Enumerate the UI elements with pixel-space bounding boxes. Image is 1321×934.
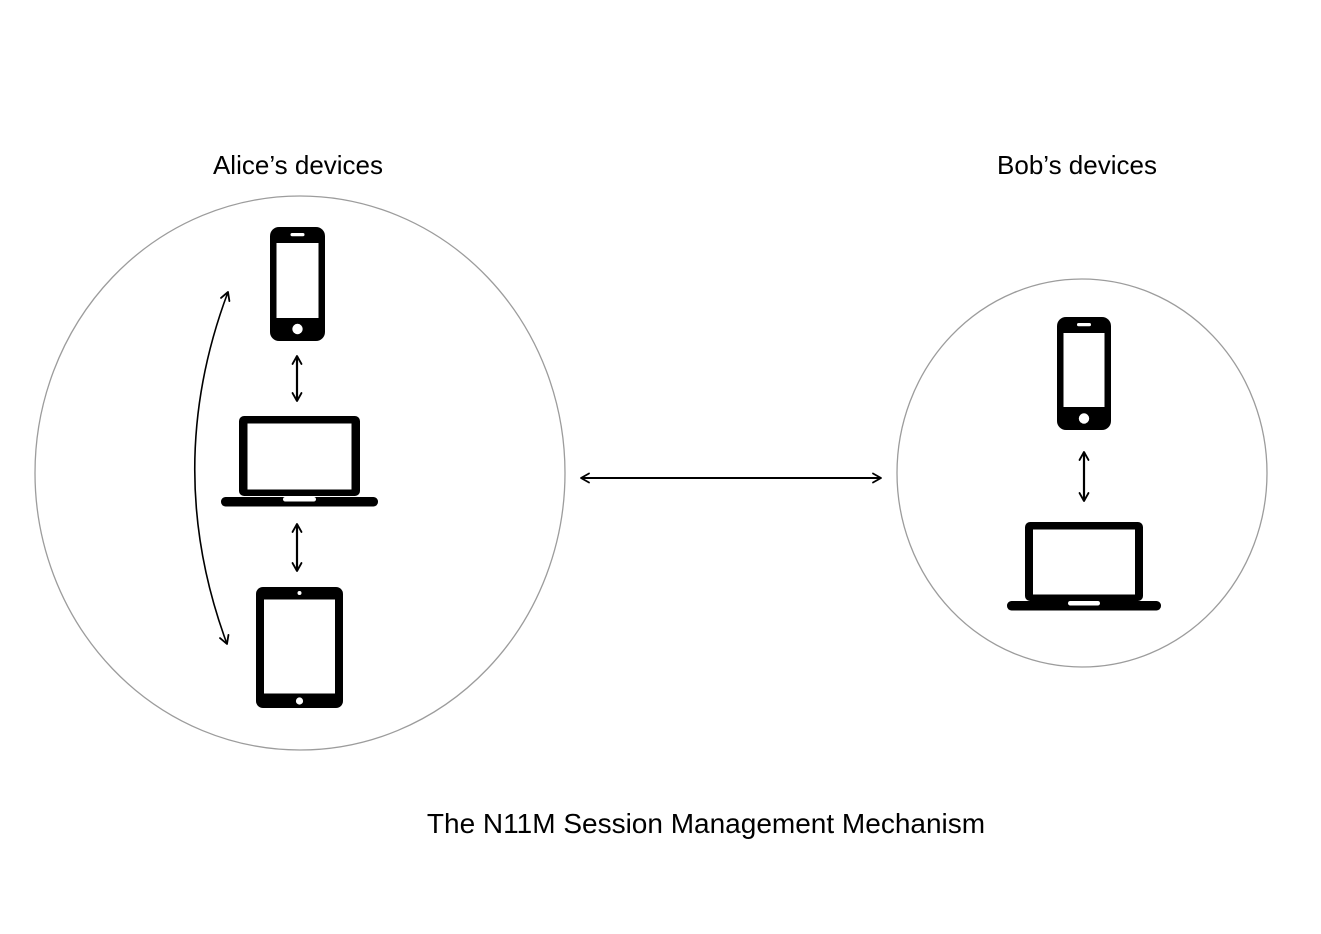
laptop-icon: [221, 416, 378, 507]
smartphone-icon: [1057, 317, 1111, 430]
bob-circle: [896, 278, 1268, 668]
smartphone-icon: [270, 227, 325, 341]
phone-tablet-curved-arrow: [193, 291, 231, 645]
bob-devices-group: Bob’s devices: [896, 150, 1268, 668]
alice-circle: [34, 195, 566, 751]
alice-label: Alice’s devices: [213, 150, 383, 180]
alice-devices-group: Alice’s devices: [34, 150, 566, 751]
diagram-caption: The N11M Session Management Mechanism: [427, 808, 985, 839]
laptop-icon: [1007, 522, 1161, 611]
bob-label: Bob’s devices: [997, 150, 1157, 180]
tablet-icon: [256, 587, 343, 708]
